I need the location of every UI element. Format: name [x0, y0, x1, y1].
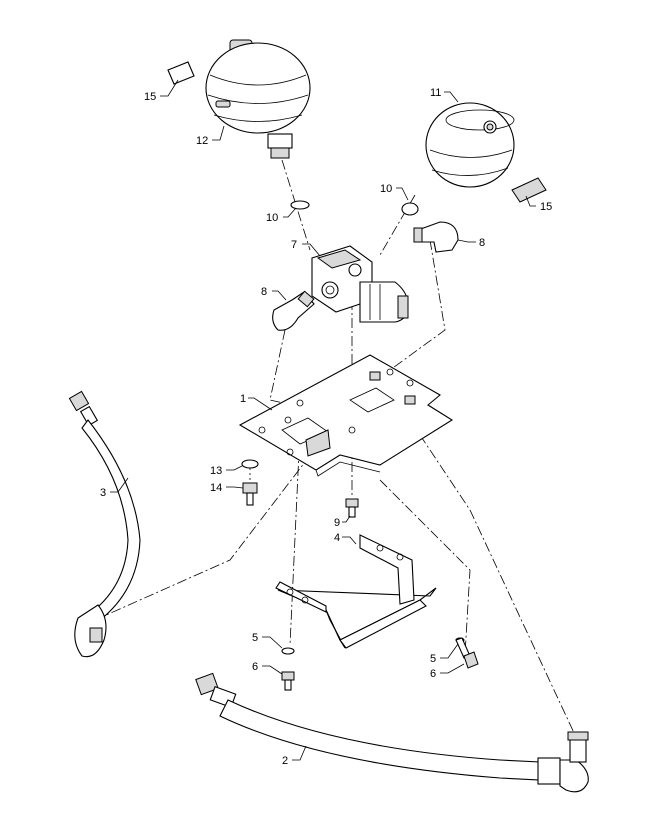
o-ring-10-right — [401, 202, 419, 216]
bolt-14 — [242, 482, 258, 506]
callout-10-right: 10 — [380, 183, 392, 195]
callout-10-left: 10 — [266, 212, 278, 224]
hose-2 — [195, 672, 589, 793]
callout-5-right: 5 — [430, 653, 436, 665]
callout-13: 13 — [210, 465, 222, 477]
o-ring-10-left — [290, 200, 310, 210]
accumulator-11 — [425, 102, 515, 188]
callout-4: 4 — [334, 532, 340, 544]
leader-lines — [110, 79, 536, 761]
elbow-fitting-8-right — [413, 221, 459, 253]
decal-15-right — [511, 177, 547, 203]
callout-15-left: 15 — [144, 91, 156, 103]
assembly-center-lines — [94, 159, 576, 736]
callout-14: 14 — [210, 482, 222, 494]
callout-numbers: 15 12 11 15 10 10 7 8 8 1 13 14 3 9 4 5 … — [100, 87, 552, 767]
valve-block-7 — [311, 245, 409, 323]
washer-5-left — [281, 647, 295, 655]
callout-3: 3 — [100, 487, 106, 499]
accumulator-12 — [205, 39, 311, 159]
mounting-plate-1 — [238, 354, 454, 477]
decal-15-left — [167, 61, 195, 85]
washer-13 — [241, 459, 259, 469]
callout-2: 2 — [282, 755, 288, 767]
callout-9: 9 — [334, 517, 340, 529]
bracket-4 — [275, 534, 437, 649]
bolt-9 — [345, 498, 359, 518]
callout-11: 11 — [430, 87, 441, 99]
callout-5-left: 5 — [252, 632, 258, 644]
callout-6-right: 6 — [430, 668, 436, 680]
callout-1: 1 — [240, 393, 246, 405]
callout-12: 12 — [196, 135, 208, 147]
callout-8-left: 8 — [261, 286, 267, 298]
elbow-fitting-8-left — [272, 290, 315, 331]
bolt-6-left — [281, 671, 295, 691]
hose-3 — [68, 390, 141, 658]
bolt-6-right — [455, 637, 479, 669]
callout-8-right: 8 — [479, 237, 485, 249]
callout-7: 7 — [291, 239, 297, 251]
callout-6-left: 6 — [252, 661, 258, 673]
callout-15-right: 15 — [540, 201, 552, 213]
